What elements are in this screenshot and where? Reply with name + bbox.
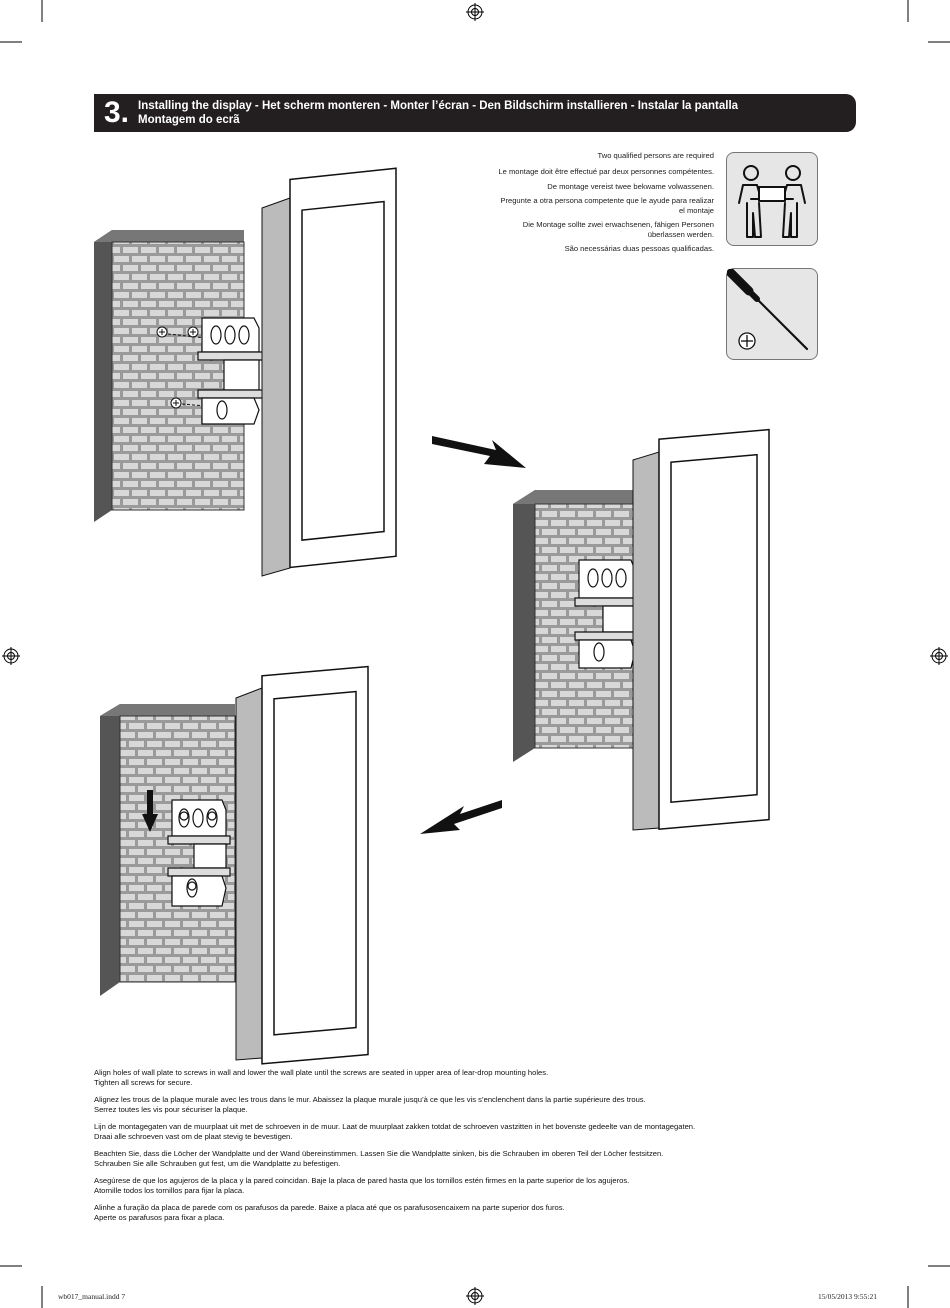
lowered-bracket xyxy=(167,799,231,907)
warning-text-de: Die Montage sollte zwei erwachsenen, fäh… xyxy=(522,220,714,239)
warning-text-nl: De montage vereist twee bekwame volwasse… xyxy=(547,182,714,191)
registration-mark-left xyxy=(2,647,20,665)
two-persons-icon xyxy=(738,165,806,238)
warning-text-en: Two qualified persons are required xyxy=(597,151,714,160)
instruction-nl: Lijn de montagegaten van de muurplaat ui… xyxy=(94,1122,696,1141)
instruction-es: Asegúrese de que los agujeros de la plac… xyxy=(94,1176,630,1195)
instruction-pt: Alinhe a furação da placa de parede com … xyxy=(94,1203,565,1222)
warning-text-fr: Le montage doit être effectué par deux p… xyxy=(498,167,714,176)
phillips-screwdriver-icon xyxy=(726,268,809,351)
hooked-bracket xyxy=(574,559,638,669)
warning-text-es: Pregunte a otra persona competente que l… xyxy=(500,196,714,215)
instruction-fr: Alignez les trous de la plaque murale av… xyxy=(94,1095,646,1114)
step-header-banner xyxy=(94,94,856,132)
illustration-step-3-lowered xyxy=(100,665,369,1065)
down-arrow xyxy=(142,790,158,832)
instruction-de: Beachten Sie, dass die Löcher der Wandpl… xyxy=(94,1149,664,1168)
registration-mark-right xyxy=(930,647,948,665)
footer-file-label: wb017_manual.indd 7 xyxy=(58,1292,126,1301)
step-title-line-2: Montagem do ecrã xyxy=(138,114,240,126)
step-title-line-1: Installing the display - Het scherm mont… xyxy=(138,100,739,112)
instruction-en: Align holes of wall plate to screws in w… xyxy=(94,1068,549,1087)
instructions-block: Align holes of wall plate to screws in w… xyxy=(94,1068,814,1230)
illustration-step-2-hooked xyxy=(513,428,770,831)
step-number: 3. xyxy=(104,96,130,129)
footer-timestamp: 15/05/2013 9:55:21 xyxy=(818,1292,877,1301)
illustration-step-1-approach xyxy=(94,167,397,577)
arrow-to-step-2 xyxy=(432,436,526,468)
warning-text-pt: São necessárias duas pessoas qualificada… xyxy=(564,244,714,253)
screwdriver-icon-box xyxy=(726,268,818,360)
arrow-to-step-3 xyxy=(420,800,502,834)
registration-mark-bottom xyxy=(466,1287,484,1305)
registration-mark-top xyxy=(466,3,484,21)
wall-screws xyxy=(156,326,207,409)
two-persons-icon-box xyxy=(726,152,818,246)
